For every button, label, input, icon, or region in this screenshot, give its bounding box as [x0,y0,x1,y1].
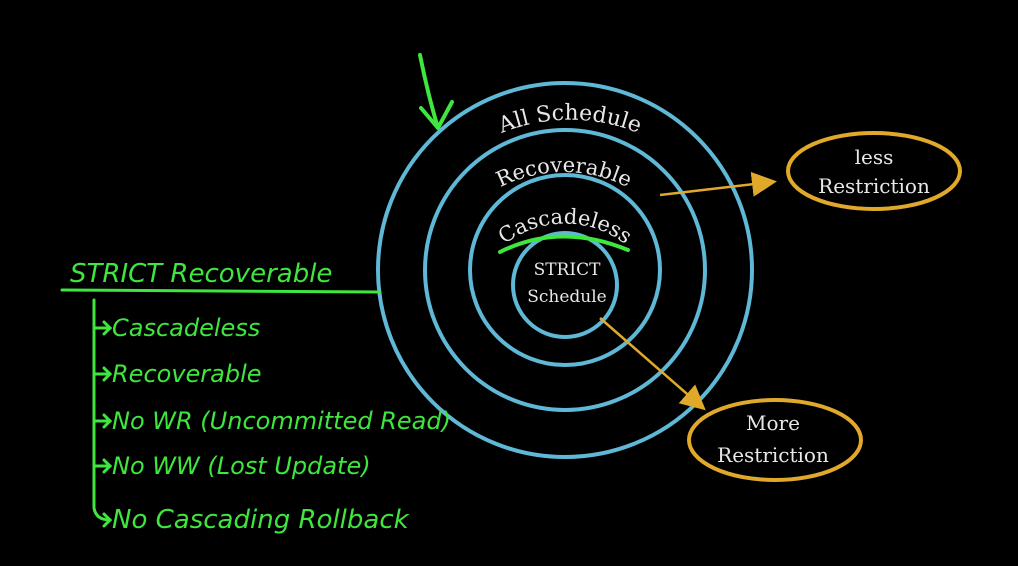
note-item: No WW (Lost Update) [112,452,371,480]
more-restriction-arrow [599,317,706,411]
cascadeless-underline [498,234,630,254]
pointer-arrow-icon [418,53,454,130]
strict-label-line1: STRICT [534,260,602,280]
more-restriction-line1: More [746,411,800,435]
note-item: Recoverable [112,360,262,388]
more-restriction-line2: Restriction [717,443,829,467]
more-restriction-ellipse [687,398,863,482]
recoverable-ring [423,128,707,412]
note-item: No Cascading Rollback [112,505,410,535]
recoverable-label: Recoverable [492,153,635,192]
note-item: No WR (Uncommitted Read) [112,407,451,435]
note-arrow-icons [102,320,113,528]
less-restriction-line1: less [855,145,894,169]
notes-tree-lines [92,298,112,522]
cascadeless-label: Cascadeless [494,204,637,248]
strict-label-line2: Schedule [527,287,607,307]
notes-heading: STRICT Recoverable [70,259,332,289]
notes-heading-underline [60,288,382,294]
less-restriction-line2: Restriction [818,174,930,198]
cascadeless-ring [468,173,662,367]
less-restriction-ellipse [786,131,962,211]
all-schedule-ring [376,81,754,459]
less-restriction-arrow [659,171,777,197]
all-schedule-label: All Schedule [494,101,645,139]
note-item: Cascadeless [112,314,260,342]
strict-schedule-ring [511,231,619,339]
